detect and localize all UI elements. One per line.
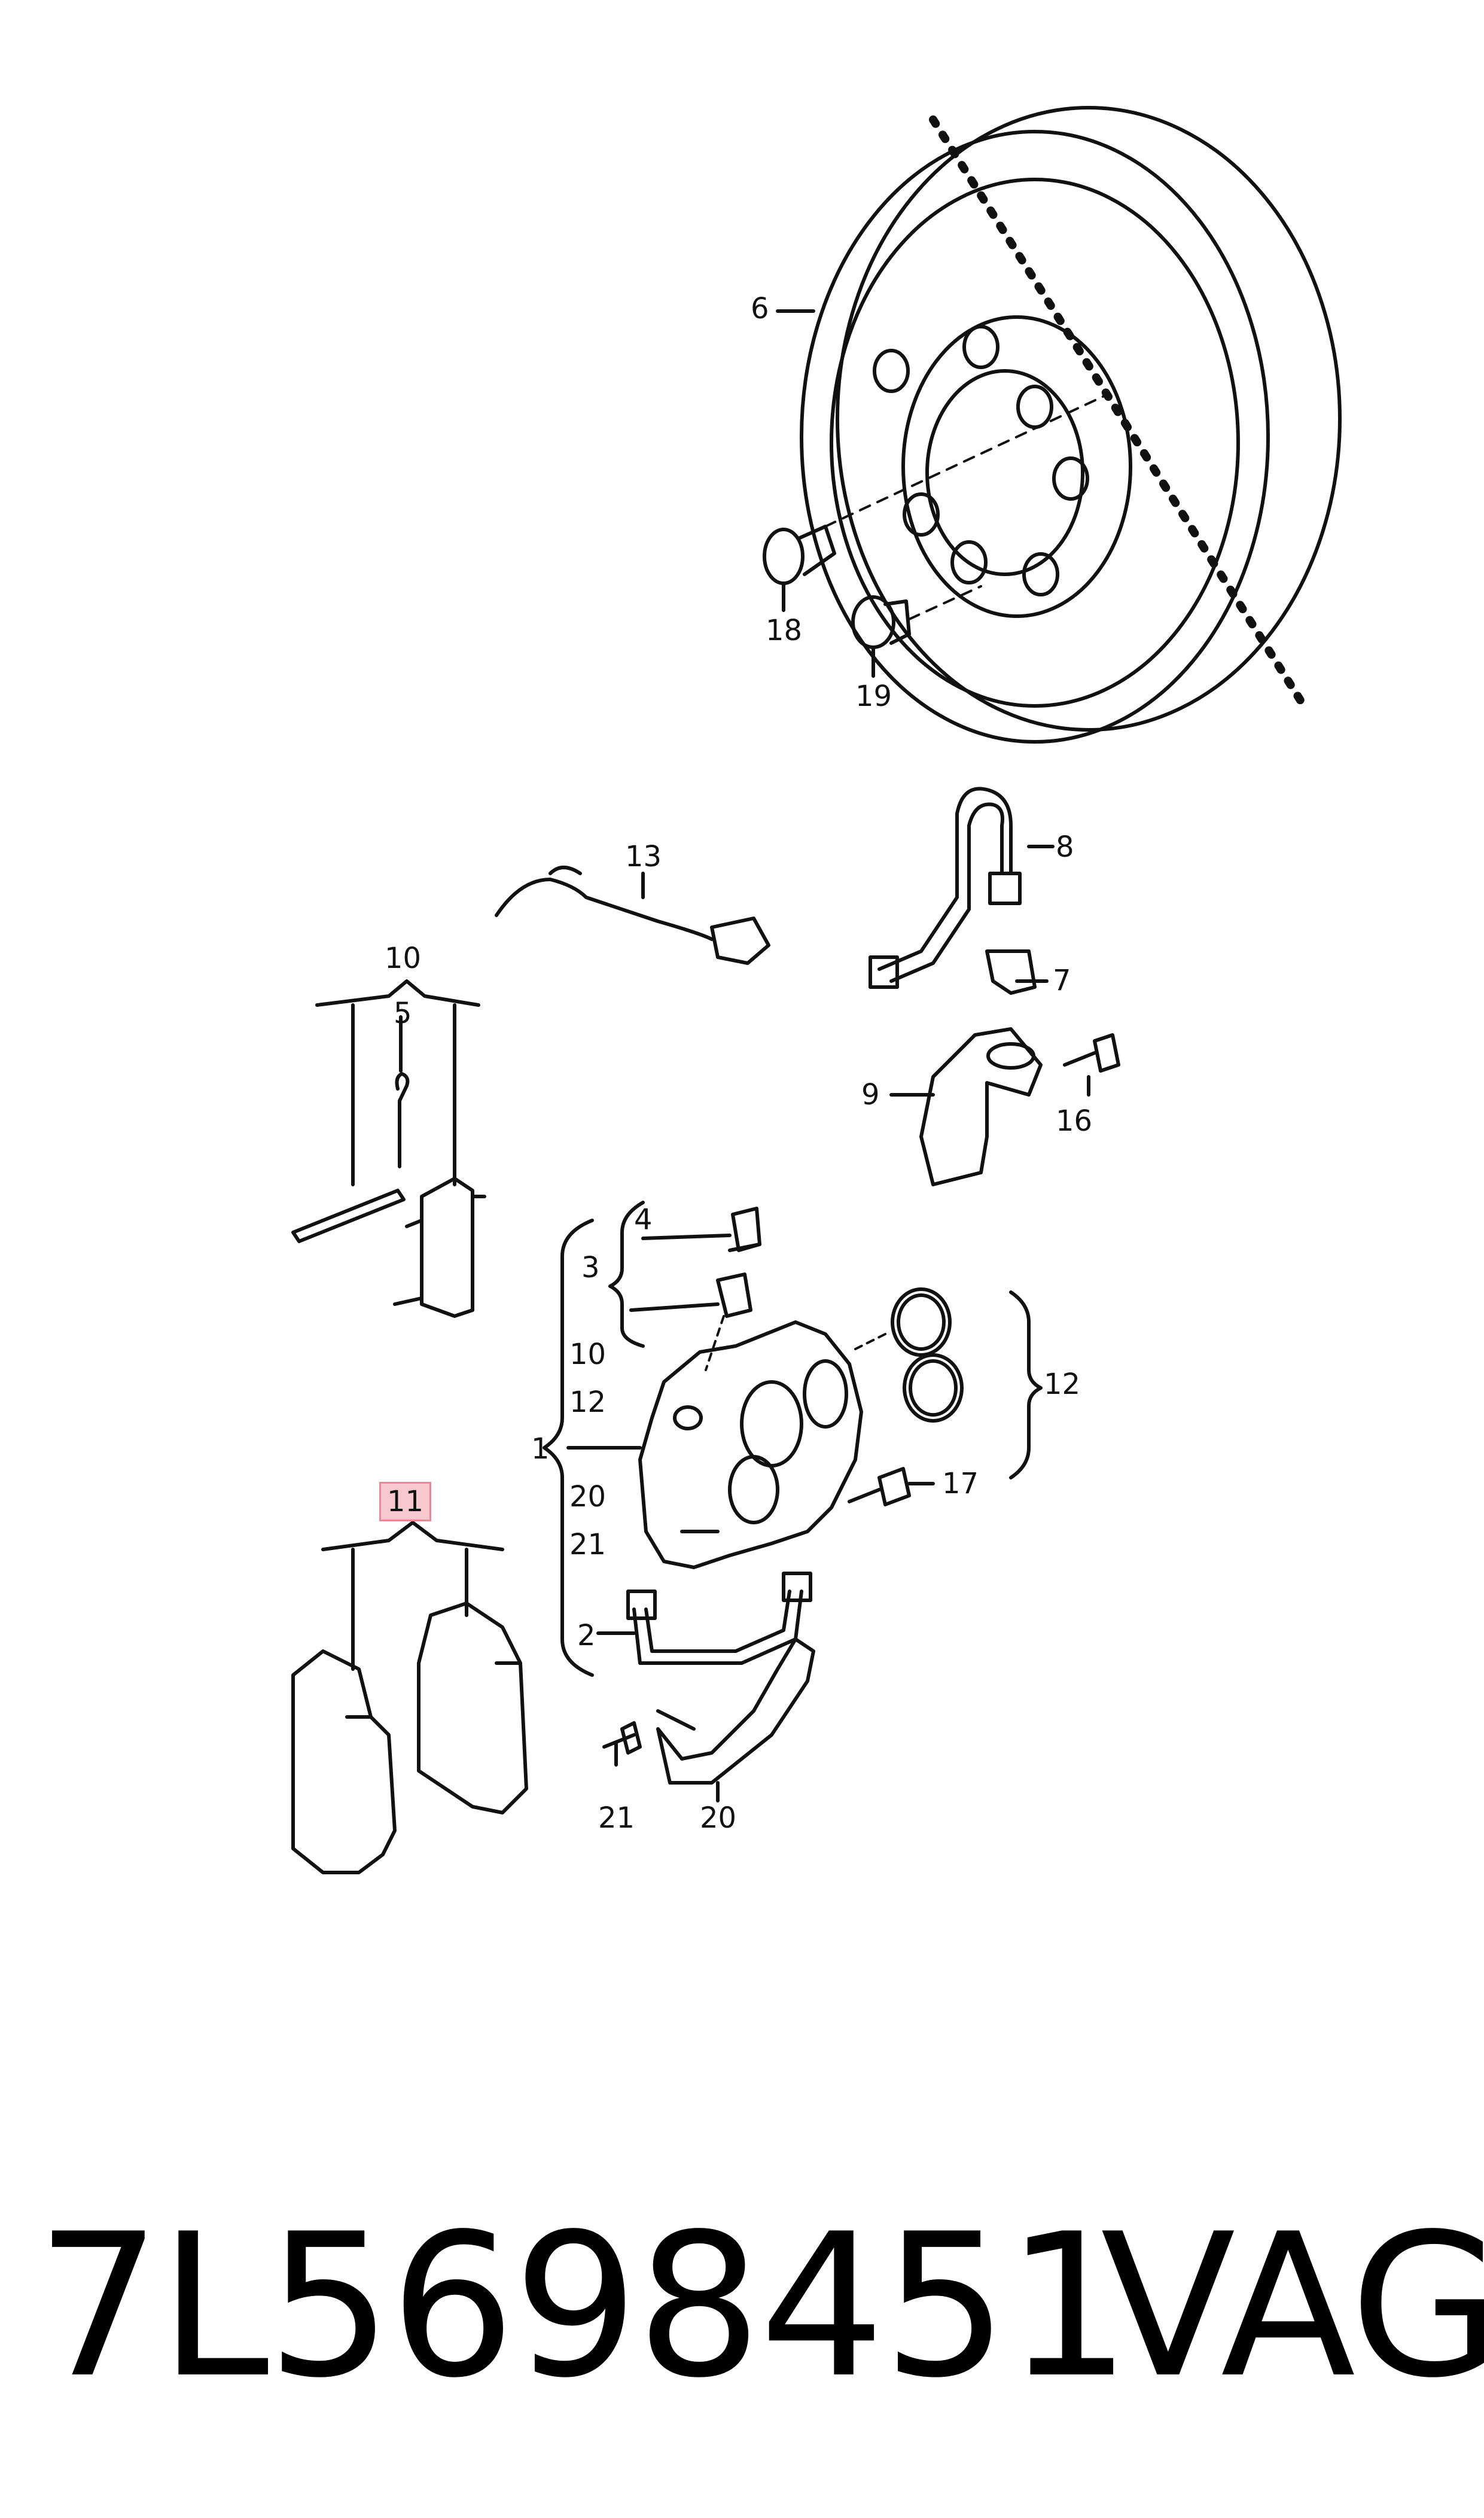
pin-5: [291, 1072, 410, 1243]
retaining-clip-7: [985, 949, 1037, 995]
callout-10-mid: 10: [569, 1338, 607, 1371]
callout-7: 7: [1053, 964, 1071, 997]
wear-sensor-13: [495, 866, 770, 965]
callout-4: 4: [634, 1203, 653, 1237]
callout-10-top: 10: [385, 942, 422, 975]
bracket-11: [321, 1521, 504, 1551]
bracket-9: [919, 1027, 1043, 1186]
callout-20-mid: 20: [569, 1480, 607, 1514]
callout-21-mid: 21: [569, 1528, 607, 1561]
callout-5: 5: [394, 997, 412, 1030]
callout-13: 13: [625, 840, 662, 873]
bolt-17: [848, 1467, 911, 1506]
brake-line: [869, 787, 1022, 989]
bracket-1: [543, 1219, 594, 1677]
callout-17: 17: [942, 1467, 979, 1500]
brake-pads-small: [393, 1177, 486, 1318]
callout-8: 8: [1056, 830, 1074, 864]
callout-12-mid: 12: [569, 1386, 607, 1419]
part-number: 7L5698451: [36, 2191, 1132, 2421]
brand-name: VAG: [1101, 2191, 1484, 2421]
callout-18: 18: [766, 614, 803, 647]
bracket-10-top: [315, 979, 480, 1007]
connecting-line-2: [626, 1572, 812, 1665]
footer: 7L5698451 VAG: [0, 2208, 1484, 2435]
callout-12-right: 12: [1044, 1368, 1081, 1401]
brake-disc: [800, 106, 1342, 744]
bolt-16: [1063, 1033, 1120, 1073]
screw-21: [602, 1721, 642, 1755]
brake-pads-set-11: [291, 1601, 528, 1874]
seals-12: [854, 1287, 964, 1423]
callout-6: 6: [751, 292, 769, 325]
callout-11-highlighted: 11: [379, 1482, 432, 1521]
callout-16: 16: [1056, 1104, 1093, 1138]
callout-21-bottom: 21: [598, 1801, 635, 1835]
bleeder-valve-3: [705, 1272, 752, 1371]
bleeder-valve-4: [728, 1207, 761, 1252]
callout-19: 19: [855, 680, 892, 713]
callout-2: 2: [577, 1619, 596, 1652]
brake-caliper: [638, 1320, 863, 1569]
callout-20-bottom: 20: [700, 1801, 737, 1835]
callout-3: 3: [581, 1251, 600, 1284]
callout-9: 9: [861, 1078, 880, 1112]
plug-19: [851, 585, 982, 649]
heat-shield-20: [656, 1637, 815, 1785]
callout-1: 1: [531, 1432, 550, 1466]
